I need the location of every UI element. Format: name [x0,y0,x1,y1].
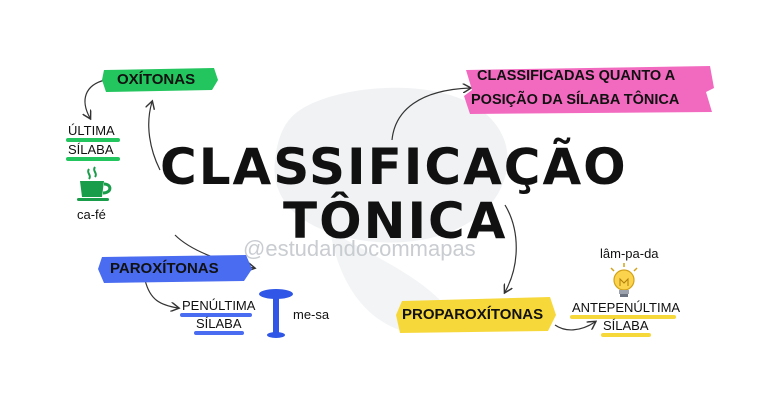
title-line-2: TÔNICA [283,192,508,250]
classified-line-1: CLASSIFICADAS QUANTO A [477,68,676,84]
title-line-1: CLASSIFICAÇÃO [160,138,628,196]
paroxitonas-brush [98,255,252,283]
proparoxitonas-underline-1 [570,315,676,319]
paroxitonas-underline-2 [194,331,244,335]
proparoxitonas-label: PROPAROXÍTONAS [402,306,544,323]
oxitonas-syllable-line-1: ÚLTIMA [68,123,115,138]
proparoxitonas-brush [396,297,556,333]
proparoxitonas-underline-2 [601,333,651,337]
paroxitonas-syllable-line-1: PENÚLTIMA [182,298,256,313]
table-icon [259,289,293,338]
paroxitonas-label: PAROXÍTONAS [110,260,219,277]
watermark: @estudandocommapas [243,236,476,261]
classified-line-2: POSIÇÃO DA SÍLABA TÔNICA [471,92,680,108]
proparoxitonas-syllable-line-1: ANTEPENÚLTIMA [572,300,681,315]
paroxitonas-example: me-sa [293,307,330,322]
oxitonas-example: ca-fé [77,207,106,222]
coffee-cup-icon [77,166,112,201]
paroxitonas-underline-1 [180,313,252,317]
oxitonas-underline-1 [66,138,120,142]
proparoxitonas-syllable-line-2: SÍLABA [603,318,649,333]
paroxitonas-syllable-line-2: SÍLABA [196,316,242,331]
classified-brush [464,66,714,114]
oxitonas-label: OXÍTONAS [117,71,196,88]
lightbulb-icon [610,263,638,297]
oxitonas-underline-2 [66,157,120,161]
oxitonas-brush [102,68,218,92]
oxitonas-syllable-line-2: SÍLABA [68,142,114,157]
proparoxitonas-example: lâm-pa-da [600,246,659,261]
